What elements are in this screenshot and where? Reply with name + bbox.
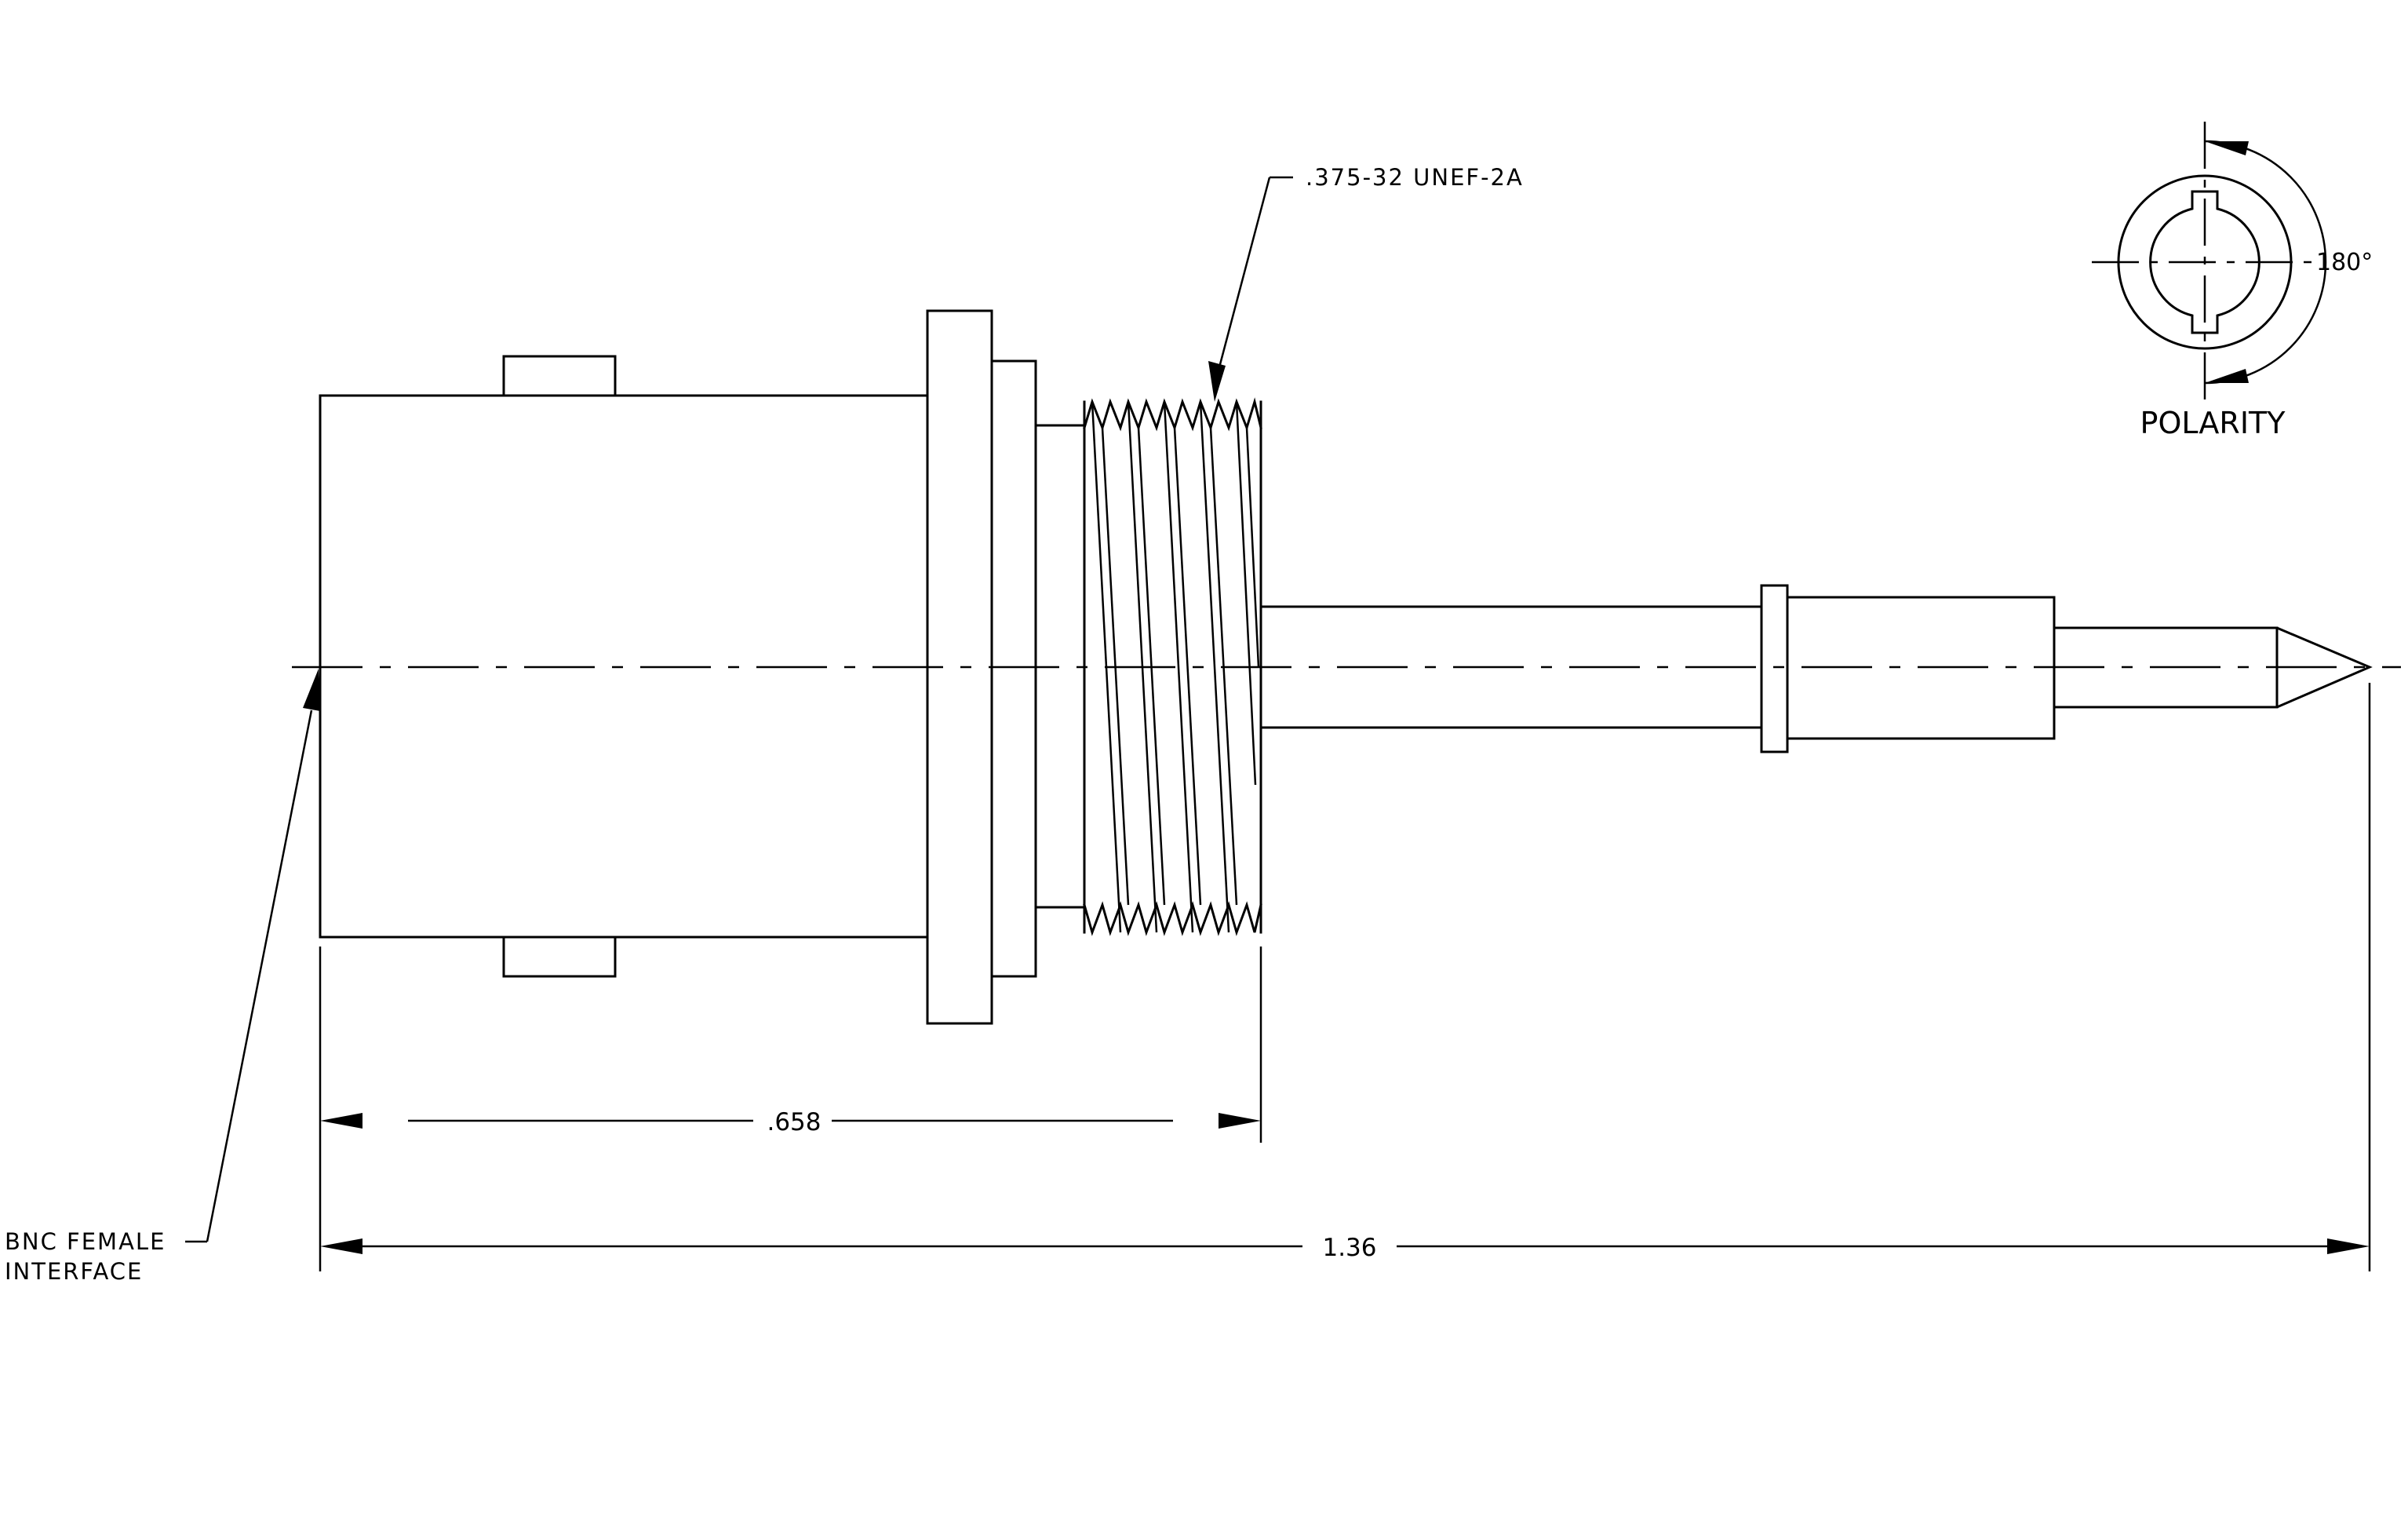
interface-callout: BNC FEMALE INTERFACE	[5, 669, 320, 1285]
thread-callout: .375-32 UNEF-2A	[1208, 164, 1524, 402]
polarity-rotation-arc	[2204, 140, 2327, 385]
polarity-view: 180° POLARITY	[2092, 122, 2373, 440]
contact-collar	[1760, 584, 1789, 753]
dimension-136-label: 1.36	[1322, 1234, 1376, 1262]
polarity-angle-label: 180°	[2316, 249, 2373, 276]
polarity-keyed-bore	[2149, 190, 2260, 334]
polarity-title: POLARITY	[2140, 406, 2286, 440]
interface-label-line2: INTERFACE	[5, 1258, 143, 1285]
dimension-overall-length: 1.36	[320, 1234, 2370, 1262]
contact-tip	[2053, 626, 2373, 709]
polarity-outer-ring	[2117, 174, 2293, 350]
bayonet-pin-bottom	[502, 936, 617, 978]
rear-flange	[990, 359, 1037, 978]
dimension-658-label: .658	[767, 1108, 821, 1136]
dimension-body-length: .658	[320, 1108, 1261, 1136]
bayonet-pin-top	[502, 355, 617, 397]
center-contact	[1259, 584, 2373, 753]
thread-spec-label: .375-32 UNEF-2A	[1306, 164, 1524, 191]
interface-label-line1: BNC FEMALE	[5, 1228, 166, 1255]
